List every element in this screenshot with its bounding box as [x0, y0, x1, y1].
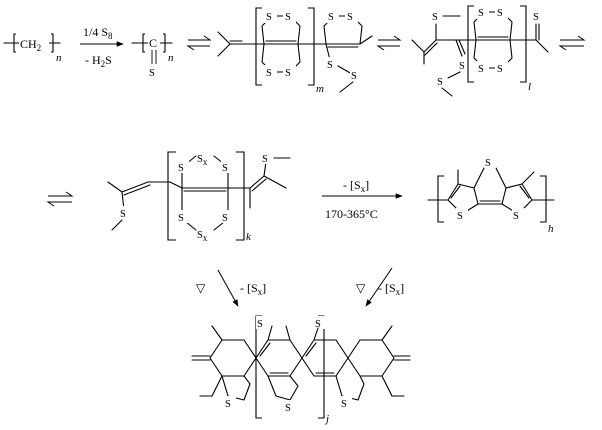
svg-text:h: h	[548, 223, 554, 235]
svg-text:170-365°C: 170-365°C	[325, 207, 378, 221]
svg-text:▽: ▽	[196, 281, 206, 295]
svg-text:▽: ▽	[356, 281, 366, 295]
svg-text:S: S	[257, 319, 263, 330]
svg-text:m: m	[316, 83, 324, 95]
svg-text:S: S	[497, 8, 503, 19]
svg-text:S: S	[432, 12, 438, 23]
polythiocarbonyl-structure: C S n	[131, 33, 174, 79]
svg-text:S: S	[266, 68, 272, 79]
svg-text:n: n	[56, 52, 62, 64]
svg-text:S: S	[222, 213, 228, 224]
svg-text:S: S	[533, 12, 539, 23]
svg-text:S: S	[120, 209, 126, 220]
svg-text:S: S	[437, 77, 443, 88]
svg-text:S: S	[513, 211, 519, 222]
svg-text:S: S	[327, 60, 333, 71]
svg-text:S: S	[478, 8, 484, 19]
svg-text:- H2S: - H2S	[85, 53, 112, 69]
svg-text:S: S	[285, 12, 291, 23]
equilibrium-arrows-4	[46, 191, 74, 207]
svg-text:S: S	[285, 68, 291, 79]
svg-text:Sx: Sx	[197, 154, 208, 167]
svg-text:S: S	[341, 399, 347, 410]
svg-text:S: S	[478, 64, 484, 75]
svg-text:S: S	[225, 399, 231, 410]
svg-text:S: S	[328, 12, 334, 23]
equilibrium-arrows-2	[376, 35, 402, 51]
svg-text:S: S	[347, 12, 353, 23]
svg-text:- [Sx]: - [Sx]	[343, 178, 369, 194]
equilibrium-arrows-1	[186, 35, 212, 51]
svg-text:S: S	[285, 403, 291, 414]
svg-text:S: S	[351, 71, 357, 82]
svg-text:S: S	[149, 68, 155, 79]
heat-arrow-left: ▽ - [Sx]	[196, 269, 266, 307]
svg-text:n: n	[168, 52, 174, 64]
svg-text:CH2: CH2	[20, 37, 41, 53]
svg-text:S: S	[222, 163, 228, 174]
svg-text:- [Sx]: - [Sx]	[240, 281, 266, 297]
heat-arrow-right: ▽ - [Sx]	[356, 267, 404, 307]
polysulfide-polymer-k: S S S Sx S S Sx k S	[107, 151, 291, 243]
thermal-desulfurization-arrow: - [Sx] 170-365°C	[322, 178, 403, 221]
svg-text:1/4 S8: 1/4 S8	[83, 25, 113, 41]
svg-text:S: S	[315, 319, 321, 330]
svg-text:S: S	[266, 12, 272, 23]
svg-text:S: S	[485, 158, 491, 169]
equilibrium-arrows-3	[558, 35, 586, 51]
svg-text:j: j	[324, 413, 329, 425]
svg-text:S: S	[178, 213, 184, 224]
svg-text:S: S	[459, 61, 465, 72]
dithiole-polymer-l: S S S S S S S l S	[411, 5, 549, 97]
svg-text:- [Sx]: - [Sx]	[378, 281, 404, 297]
svg-text:S: S	[178, 163, 184, 174]
dithiole-polymer-m: S S S S m S S S S	[217, 7, 373, 95]
polythiophene-h: S S S h	[427, 155, 555, 235]
fused-ladder-polymer-j: S S S S S j	[191, 315, 411, 425]
svg-text:S: S	[262, 154, 268, 165]
svg-text:C: C	[149, 36, 157, 50]
sulfurization-arrow: 1/4 S8 - H2S	[80, 25, 124, 69]
svg-text:k: k	[246, 231, 252, 243]
svg-text:S: S	[457, 211, 463, 222]
svg-text:S: S	[497, 64, 503, 75]
svg-text:Sx: Sx	[197, 230, 208, 243]
svg-text:l: l	[528, 81, 531, 93]
polyethylene-structure: CH2 n	[3, 33, 62, 64]
